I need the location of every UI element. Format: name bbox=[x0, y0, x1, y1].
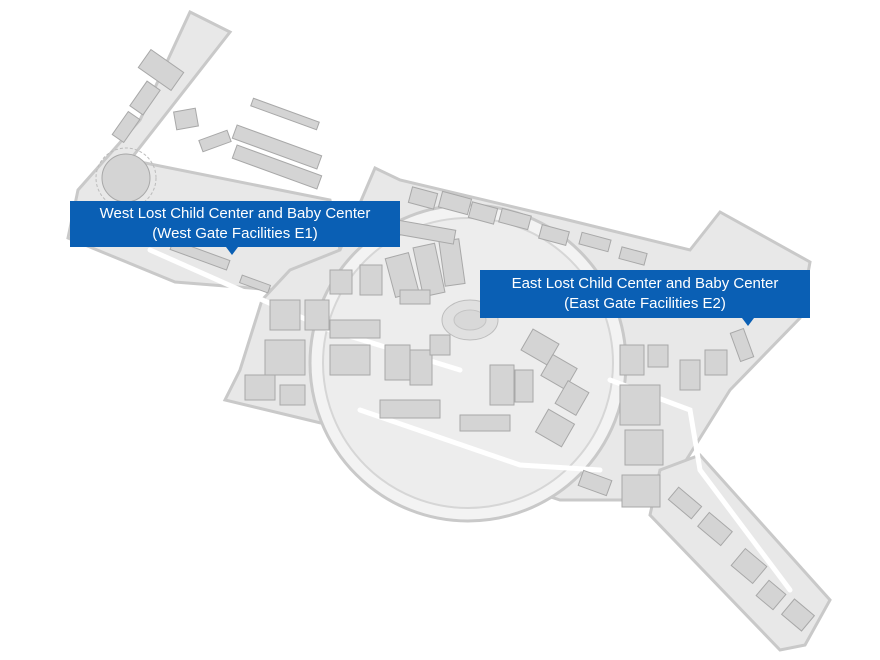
building bbox=[279, 384, 306, 406]
building bbox=[498, 207, 532, 231]
building bbox=[730, 547, 768, 585]
building bbox=[619, 384, 661, 426]
building bbox=[667, 486, 703, 520]
west-label-line2: (West Gate Facilities E1) bbox=[152, 225, 318, 242]
building bbox=[577, 469, 613, 497]
building bbox=[412, 242, 446, 298]
east-label-line1: East Lost Child Center and Baby Center bbox=[511, 275, 779, 292]
building bbox=[304, 299, 330, 331]
building bbox=[129, 80, 161, 116]
building bbox=[198, 129, 232, 153]
buildings bbox=[111, 48, 816, 632]
east-lost-child-center-label[interactable]: East Lost Child Center and Baby Center (… bbox=[480, 270, 810, 326]
building bbox=[264, 339, 306, 376]
building bbox=[173, 107, 199, 131]
building bbox=[231, 124, 323, 170]
east-callout-pointer bbox=[742, 318, 754, 326]
building bbox=[459, 414, 511, 432]
building bbox=[578, 231, 612, 253]
west-label-line1: West Lost Child Center and Baby Center bbox=[99, 205, 371, 222]
building bbox=[534, 408, 576, 448]
building bbox=[329, 269, 353, 295]
building bbox=[755, 579, 787, 611]
west-callout-pointer bbox=[226, 247, 238, 255]
building bbox=[780, 598, 816, 632]
building bbox=[489, 364, 515, 406]
building bbox=[231, 144, 323, 190]
building bbox=[359, 264, 383, 296]
building bbox=[409, 349, 433, 386]
building bbox=[618, 246, 648, 266]
east-label-line2: (East Gate Facilities E2) bbox=[564, 295, 726, 312]
building bbox=[407, 186, 439, 210]
building bbox=[619, 344, 645, 376]
building bbox=[621, 474, 661, 508]
building bbox=[329, 319, 381, 339]
building bbox=[514, 369, 534, 403]
building bbox=[238, 274, 272, 294]
building bbox=[429, 334, 451, 356]
building bbox=[437, 190, 473, 216]
building bbox=[729, 327, 755, 363]
building bbox=[554, 380, 590, 416]
building bbox=[384, 344, 411, 381]
building bbox=[329, 344, 371, 376]
building bbox=[679, 359, 701, 391]
building bbox=[399, 289, 431, 305]
building bbox=[137, 48, 185, 92]
building bbox=[624, 429, 664, 466]
building bbox=[269, 299, 301, 331]
building bbox=[704, 349, 728, 376]
building bbox=[250, 97, 320, 131]
building bbox=[111, 110, 141, 144]
building bbox=[244, 374, 276, 401]
west-lost-child-center-label[interactable]: West Lost Child Center and Baby Center (… bbox=[70, 201, 400, 255]
building bbox=[647, 344, 669, 368]
building bbox=[379, 399, 441, 419]
building bbox=[697, 511, 733, 547]
building bbox=[538, 224, 570, 246]
building bbox=[467, 201, 499, 225]
